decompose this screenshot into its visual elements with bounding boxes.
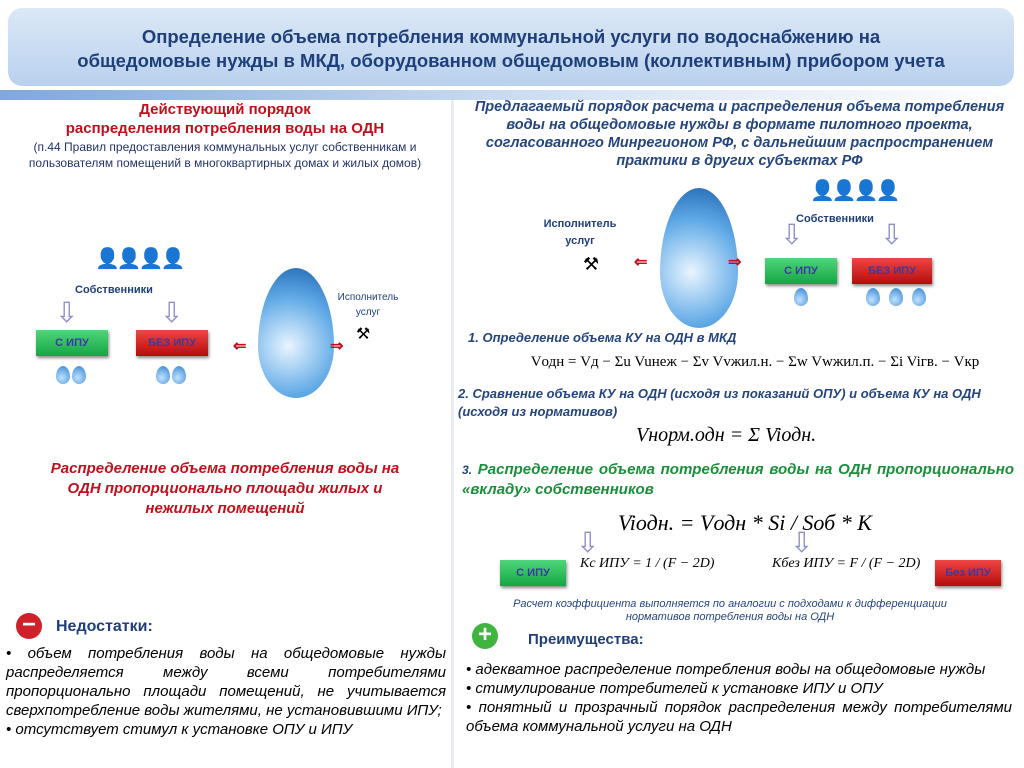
- water-drop-icon: [660, 188, 738, 328]
- left-title-2: распределения потребления воды на ОДН: [65, 120, 385, 137]
- step-1: 1. Определение объема КУ на ОДН в МКД: [468, 330, 737, 345]
- advantages-list: • адекватное распределение потребления в…: [466, 660, 1012, 736]
- drop-icon: [172, 366, 186, 384]
- arrow-down-icon: ⇩: [790, 527, 814, 558]
- formula-normative: Vнорм.одн = Σ Viодн.: [636, 424, 817, 446]
- arrow-down-icon: ⇩: [160, 297, 184, 328]
- formula-k-with-meter: Kс ИПУ = 1 / (F − 2D): [580, 556, 715, 571]
- header-stripe: [0, 90, 1024, 100]
- arrow-right-icon: ⇒: [728, 254, 742, 271]
- arrow-down-icon: ⇩: [780, 219, 804, 250]
- title-line-2: общедомовые нужды в МКД, оборудованном о…: [77, 50, 945, 71]
- right-executor-label: Исполнитель услуг: [543, 218, 617, 247]
- arrow-right-icon: ⇒: [330, 338, 344, 355]
- owners-icon: 👤👤👤👤: [810, 180, 901, 202]
- drawbacks-title: Недостатки:: [56, 618, 153, 635]
- drop-icon: [72, 366, 86, 384]
- advantage-item: • адекватное распределение потребления в…: [466, 661, 986, 678]
- column-divider: [451, 100, 454, 768]
- step-2: 2. Сравнение объема КУ на ОДН (исходя из…: [458, 386, 981, 419]
- drop-icon: [889, 288, 903, 306]
- owners-label: Собственники: [75, 284, 153, 296]
- drawbacks-list: • объем потребления воды на общедомовые …: [6, 644, 446, 739]
- without-meter-button: БЕЗ ИПУ: [136, 330, 208, 356]
- drop-icon: [912, 288, 926, 306]
- left-distribution: Распределение объема потребления воды на…: [50, 460, 400, 517]
- with-meter-button: С ИПУ: [36, 330, 108, 356]
- step-3-text: Распределение объема потребления воды на…: [462, 461, 1015, 498]
- tools-icon: ⚒: [356, 326, 371, 343]
- formula-volume-odn: Vодн = Vд − Σu Vuнеж − Σv Vvжил.н. − Σw …: [530, 354, 980, 370]
- drop-icon: [866, 288, 880, 306]
- advantages-title: Преимущества:: [528, 631, 644, 648]
- formula-distribution: Viодн. = Vодн * Si / Sоб * K: [618, 510, 872, 535]
- minus-icon: −: [16, 613, 42, 639]
- arrow-down-icon: ⇩: [55, 297, 79, 328]
- drop-icon: [156, 366, 170, 384]
- without-meter-button: Без ИПУ: [935, 560, 1001, 586]
- coefficient-note: Расчет коэффициента выполняется по анало…: [513, 598, 947, 623]
- executor-label: Исполнитель услуг: [337, 292, 399, 318]
- formula-k-without-meter: Kбез ИПУ = F / (F − 2D): [772, 556, 921, 571]
- drawback-item: • отсутствует стимул к установке ОПУ и И…: [6, 721, 353, 738]
- without-meter-button: БЕЗ ИПУ: [852, 258, 932, 284]
- with-meter-button: С ИПУ: [765, 258, 837, 284]
- arrow-left-icon: ⇐: [233, 338, 247, 355]
- drawback-item: • объем потребления воды на общедомовые …: [6, 645, 446, 719]
- water-drop-icon: [258, 268, 334, 398]
- with-meter-button: С ИПУ: [500, 560, 566, 586]
- step-3-number: 3.: [462, 463, 473, 477]
- plus-icon: +: [472, 623, 498, 649]
- arrow-left-icon: ⇐: [634, 254, 648, 271]
- left-subtitle: (п.44 Правил предоставления коммунальных…: [28, 140, 422, 170]
- right-title: Предлагаемый порядок расчета и распредел…: [474, 99, 1005, 169]
- arrow-down-icon: ⇩: [576, 527, 600, 558]
- arrow-down-icon: ⇩: [880, 219, 904, 250]
- step-3: 3. Распределение объема потребления воды…: [462, 460, 1014, 500]
- advantage-item: • понятный и прозрачный порядок распреде…: [466, 699, 1012, 735]
- right-owners-label: Собственники: [796, 213, 874, 225]
- tools-icon: ⚒: [583, 254, 600, 274]
- drop-icon: [794, 288, 808, 306]
- title-line-1: Определение объема потребления коммуналь…: [141, 26, 881, 47]
- left-title: Действующий порядок распределения потреб…: [0, 100, 450, 138]
- advantage-item: • стимулирование потребителей к установк…: [466, 680, 883, 697]
- drop-icon: [56, 366, 70, 384]
- slide-header: Определение объема потребления коммуналь…: [8, 8, 1014, 86]
- left-title-1: Действующий порядок: [139, 101, 311, 118]
- owners-icon: 👤👤👤👤: [95, 248, 186, 270]
